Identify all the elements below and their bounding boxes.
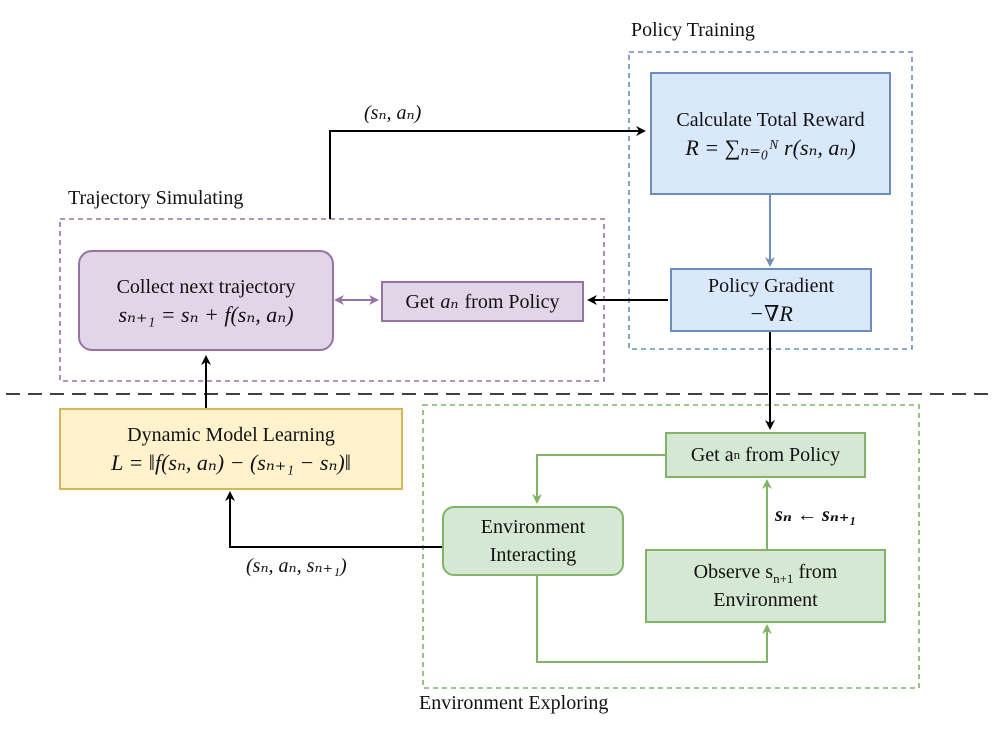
collect-trajectory-title: Collect next trajectory [116,275,296,298]
edge-traj-to-reward [329,126,646,219]
policy-gradient-box: Policy Gradient −∇R [670,268,872,332]
calculate-total-reward-title: Calculate Total Reward [676,108,865,131]
observe-line1: Observe sn+1 from [694,558,838,586]
environment-interacting-line2: Interacting [489,544,577,566]
sim-get-action-var: aₙ [440,290,459,313]
observe-prefix: Observe s [693,561,774,583]
reward-formula: R = ∑ₙ₌₀ᴺ r(sₙ, aₙ) [685,134,856,160]
observe-line2: Environment [713,589,818,611]
edge-label-sn-an-sn1: (sₙ, aₙ, sₙ₊₁) [246,555,347,577]
dynamic-model-learning-title: Dynamic Model Learning [127,424,335,446]
policy-gradient-title: Policy Gradient [707,275,835,297]
calculate-total-reward-box: Calculate Total Reward R = ∑ₙ₌₀ᴺ r(sₙ, a… [650,72,891,195]
environment-exploring-label: Environment Exploring [419,692,609,714]
environment-interacting-box: Environment Interacting [442,506,624,576]
edge-label-sn-update: sₙ ← sₙ₊₁ [775,504,857,526]
observe-box: Observe sn+1 from Environment [645,549,886,623]
edge-env-policy-to-interact [532,454,665,504]
sim-get-action-prefix: Get [405,290,435,313]
dynamic-model-loss-formula: L = ‖f(sₙ, aₙ) − (sₙ₊₁ − sₙ)‖ [111,450,351,475]
env-get-action-suffix: from Policy [745,444,841,466]
policy-gradient-formula: −∇R [749,301,793,326]
observe-suffix: from [798,561,838,583]
edge-label-sn-an: (sₙ, aₙ) [364,102,422,124]
env-get-action-prefix: Get a [690,444,734,466]
sim-get-action-box: Get aₙ from Policy [381,281,584,322]
observe-sub: n+1 [773,571,794,586]
environment-interacting-line1: Environment [480,516,586,538]
sim-get-action-suffix: from Policy [464,290,560,313]
edge-env-to-model [225,491,442,548]
collect-trajectory-box: Collect next trajectory sₙ₊₁ = sₙ + f(sₙ… [78,250,334,351]
collect-trajectory-formula: sₙ₊₁ = sₙ + f(sₙ, aₙ) [118,301,294,327]
trajectory-simulating-label: Trajectory Simulating [68,187,244,209]
policy-training-label: Policy Training [631,19,755,41]
dynamic-model-learning-box: Dynamic Model Learning L = ‖f(sₙ, aₙ) − … [59,408,403,490]
